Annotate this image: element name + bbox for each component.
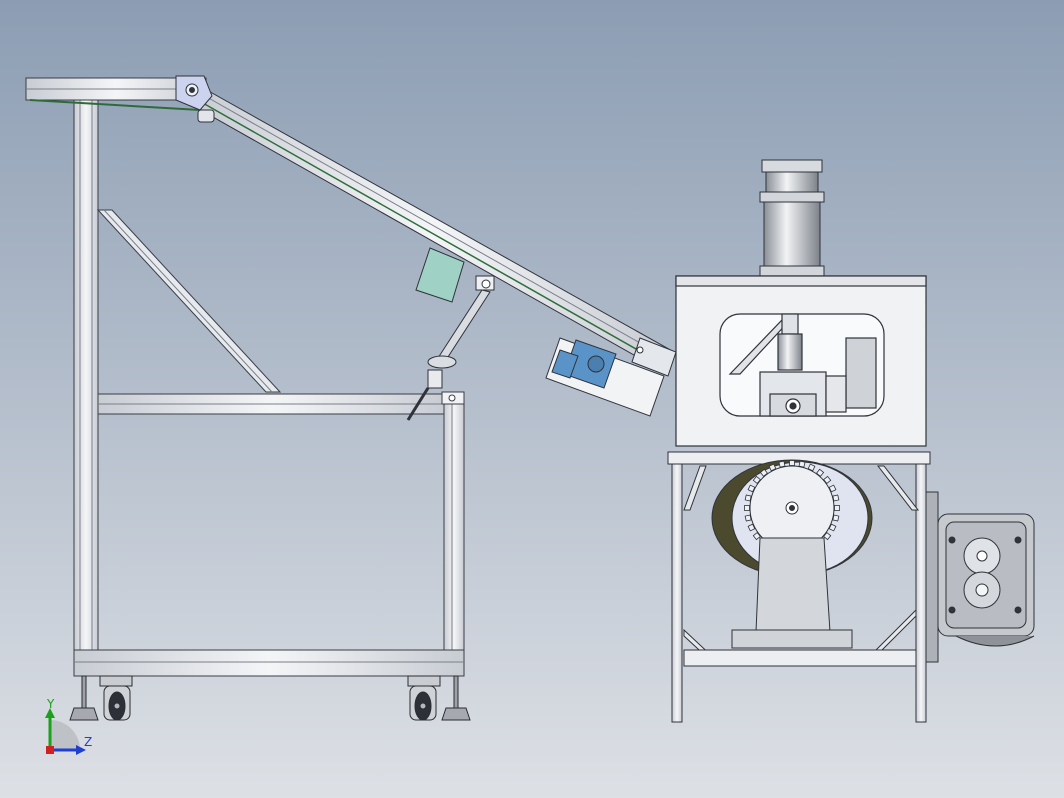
y-axis-label: Y <box>46 697 55 711</box>
sprocket-tooth <box>834 505 840 511</box>
sprocket-tooth <box>832 514 840 522</box>
left-cart-frame[interactable] <box>25 77 465 677</box>
sprocket-tooth <box>752 475 761 485</box>
press-stand[interactable] <box>667 451 931 723</box>
sprocket-tooth <box>823 475 832 485</box>
tall-post <box>73 97 99 677</box>
sprocket-tooth <box>752 531 761 541</box>
sprocket-tooth <box>768 463 777 472</box>
z-axis-label: Z <box>84 735 92 749</box>
pneumatic-cylinder <box>759 159 825 277</box>
sprocket-tooth <box>744 505 750 511</box>
sprocket-tooth <box>789 460 795 466</box>
gearbox <box>925 491 1035 663</box>
diagonal-brace <box>96 209 282 393</box>
right-post <box>443 393 465 677</box>
press-housing[interactable] <box>675 275 927 447</box>
sprocket-tooth <box>798 460 806 468</box>
wheel-pedestal <box>731 537 853 649</box>
sprocket-tooth <box>823 531 832 541</box>
sprocket-tooth <box>832 494 840 502</box>
sprocket-tooth <box>807 463 816 472</box>
right-leveling-foot <box>441 675 471 721</box>
conveyor-motor <box>545 337 665 417</box>
sprocket-tooth <box>815 468 825 477</box>
coordinate-triad: Y Z <box>45 697 92 755</box>
bottom-rail <box>73 649 465 677</box>
photo-sensor <box>415 247 465 303</box>
sprocket-tooth <box>744 494 752 502</box>
inclined-conveyor[interactable] <box>175 75 677 377</box>
left-leveling-foot <box>69 675 99 721</box>
sprocket-tooth <box>759 468 769 477</box>
left-caster <box>99 675 133 721</box>
right-caster <box>407 675 441 721</box>
sprocket-tooth <box>778 460 786 468</box>
support-strut <box>406 275 495 421</box>
sprocket-tooth <box>744 514 752 522</box>
